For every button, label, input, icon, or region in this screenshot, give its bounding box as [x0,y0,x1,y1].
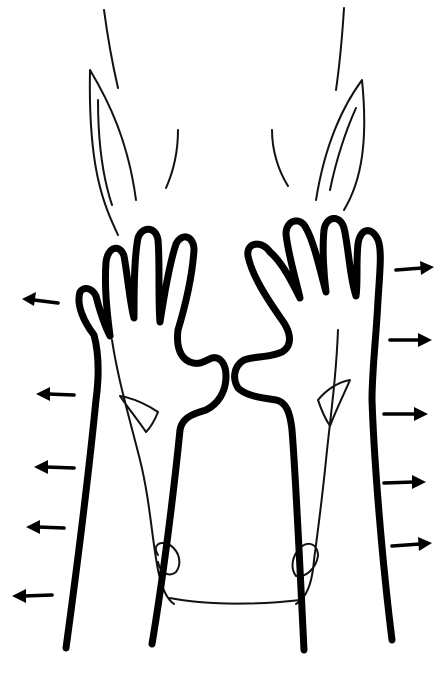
horse-muzzle [170,598,300,604]
horse-neck-left-line [104,10,118,88]
horse-right-ear [316,80,364,210]
horse-right-eye [318,380,350,426]
horse-forelock-left [166,130,178,188]
left-hand [66,229,226,648]
right-arrow [390,333,432,347]
horse-left-ear [90,70,136,235]
left-arrow [22,292,58,306]
left-arrow [34,460,74,474]
left-arrow [26,520,64,534]
left-arrows [12,292,74,603]
right-hand [235,218,392,650]
left-arrow [36,387,74,401]
right-arrow [384,407,428,421]
right-arrow [384,475,426,489]
horse-forelock-right [272,130,288,186]
horse-neck-right-line [336,8,344,90]
right-arrow [396,261,434,275]
horse-right-ear-inner [330,108,356,190]
right-arrows [384,261,434,551]
left-arrow [12,589,52,603]
right-arrow [392,537,432,551]
